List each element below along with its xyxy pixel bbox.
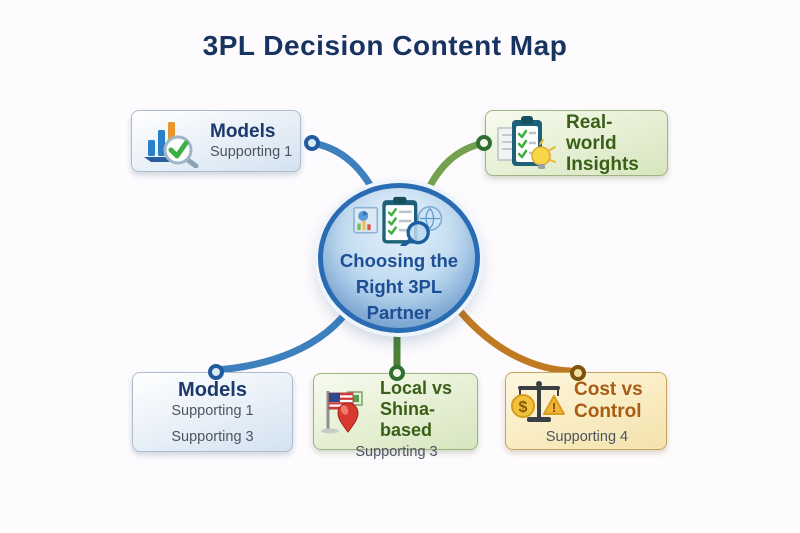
anchor-dot-bottom-middle xyxy=(389,365,405,381)
node-title: Models xyxy=(210,121,276,142)
connector-top-right xyxy=(421,139,488,200)
node-title: Models xyxy=(178,378,247,401)
anchor-dot-top-right xyxy=(476,135,492,151)
node-title-line2: Control xyxy=(574,401,642,422)
node-item-2: Supporting 3 xyxy=(171,428,254,445)
node-item-1: Supporting 1 xyxy=(171,402,254,419)
clipboard-lightbulb-icon xyxy=(497,116,556,169)
node-title-line2: Shina-based xyxy=(380,399,436,440)
connector-bottom-left xyxy=(212,301,356,374)
node-title-line1: Local vs xyxy=(380,378,453,398)
center-node-choosing-3pl-partner: Choosing the Right 3PL Partner xyxy=(318,183,480,333)
node-models-bottom: Models Supporting 1 Supporting 3 xyxy=(132,372,293,452)
clipboard-checklist-magnifier-icon xyxy=(353,196,443,246)
anchor-dot-bottom-right xyxy=(570,365,586,381)
anchor-dot-bottom-left xyxy=(208,364,224,380)
node-real-world-insights: Real-world Insights xyxy=(485,110,668,176)
anchor-dot-top-left xyxy=(304,135,320,151)
node-local-vs-china: Local vs Shina-based Supporting 3 xyxy=(313,373,478,460)
connector-bottom-right xyxy=(447,296,574,375)
dollar-symbol: $ xyxy=(519,399,528,416)
dollar-coin-icon: $ xyxy=(511,394,535,418)
page-title: 3PL Decision Content Map xyxy=(202,30,568,61)
node-title-line1: Cost vs xyxy=(574,379,643,400)
center-title-line1: Choosing the xyxy=(339,250,459,271)
balance-scale-cost-icon: $ ! xyxy=(511,381,565,422)
warning-symbol: ! xyxy=(552,400,556,415)
node-title-line1: Real-world xyxy=(566,111,617,154)
node-subtitle: Supporting 4 xyxy=(545,429,629,445)
center-title-line2: Right 3PL Partner xyxy=(355,276,443,323)
lightbulb-icon xyxy=(531,139,556,169)
location-pin-icon xyxy=(337,402,359,433)
node-cost-vs-control: $ ! Cost vs Control Supporting 4 xyxy=(505,372,667,450)
node-models-top: Models Supporting 1 xyxy=(131,110,301,172)
warning-triangle-icon: ! xyxy=(543,395,565,415)
node-subtitle: Supporting 3 xyxy=(355,444,438,460)
node-subtitle: Supporting 1 xyxy=(210,144,293,160)
node-title-line2: Insights xyxy=(566,153,639,175)
bar-chart-magnifier-check-icon xyxy=(144,122,199,168)
flag-location-pin-icon xyxy=(321,390,363,433)
